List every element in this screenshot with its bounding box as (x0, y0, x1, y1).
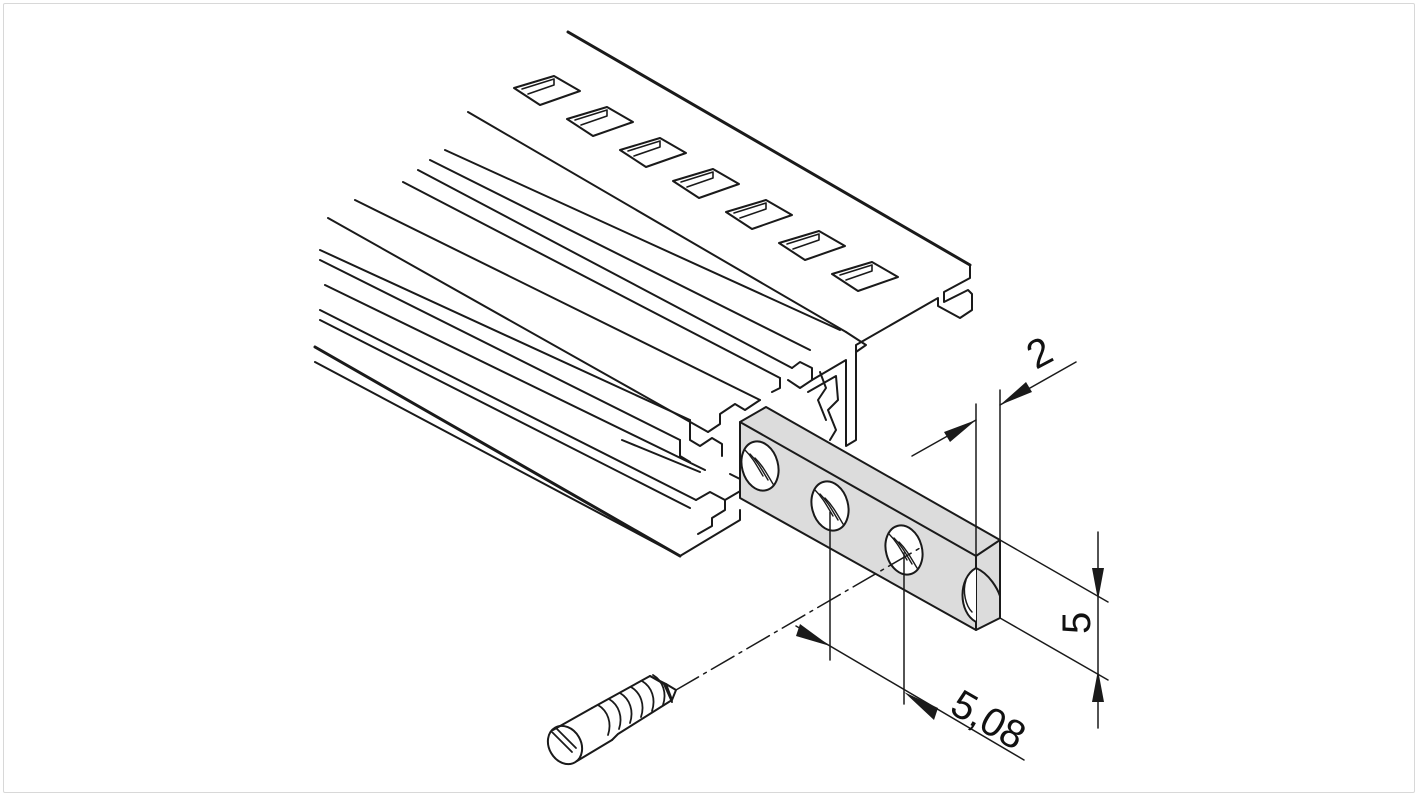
slotted-screw (546, 674, 677, 766)
slot-5 (725, 199, 793, 230)
threaded-hole-2 (810, 480, 850, 532)
slot-6 (778, 230, 846, 261)
slot-2 (566, 106, 634, 137)
screw-thread (652, 674, 666, 706)
screw-thread (619, 692, 633, 724)
label-height: 5 (1055, 612, 1099, 634)
rail-slots (513, 75, 899, 292)
dimension-height (999, 531, 1109, 729)
slot-4 (672, 168, 740, 199)
threaded-hole-1 (740, 440, 780, 492)
slot-7 (831, 261, 899, 292)
threaded-holes (740, 440, 924, 576)
screw-axis-line (675, 547, 921, 691)
image-frame (3, 3, 1415, 793)
slot-3 (619, 137, 687, 168)
dimension-thickness (911, 361, 1077, 557)
screw-thread (597, 704, 611, 736)
screw-thread (630, 686, 644, 718)
label-pitch: 5,08 (944, 682, 1033, 759)
screw-thread (641, 680, 655, 712)
dimension-pitch (795, 511, 1025, 761)
slot-1 (513, 75, 581, 106)
label-thickness: 2 (1020, 329, 1060, 378)
threaded-insert-strip (739, 406, 1001, 631)
screw-thread (608, 698, 622, 730)
